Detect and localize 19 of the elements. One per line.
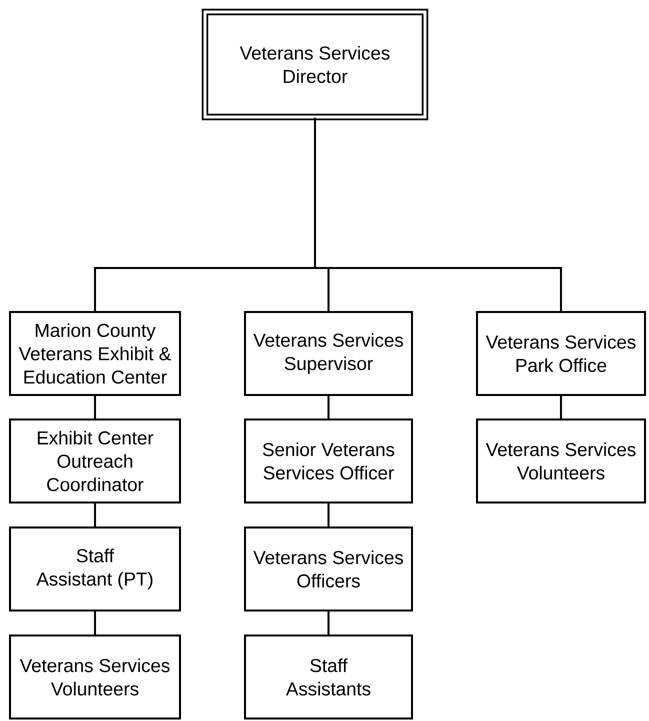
connector-line — [314, 118, 562, 311]
position-box: Veterans Services Park Office — [476, 311, 646, 396]
connector-line — [94, 612, 96, 634]
position-box: Veterans Services Volunteers — [9, 634, 181, 720]
position-box: Veterans Services Volunteers — [476, 418, 646, 504]
director-box: Veterans Services Director — [202, 8, 428, 120]
connector-line — [328, 612, 330, 634]
position-box: Marion County Veterans Exhibit & Education Center — [9, 311, 181, 396]
connector-line — [94, 396, 96, 418]
connector-line — [328, 396, 330, 418]
connector-line — [328, 504, 330, 526]
connector-line — [94, 504, 96, 526]
connector-line — [560, 396, 562, 418]
position-box: Staff Assistants — [244, 634, 413, 720]
position-box: Staff Assistant (PT) — [9, 526, 181, 612]
position-box: Veterans Services Supervisor — [244, 311, 413, 396]
position-box: Senior Veterans Services Officer — [244, 418, 413, 504]
position-box: Exhibit Center Outreach Coordinator — [9, 418, 181, 504]
position-box: Veterans Services Officers — [244, 526, 413, 612]
